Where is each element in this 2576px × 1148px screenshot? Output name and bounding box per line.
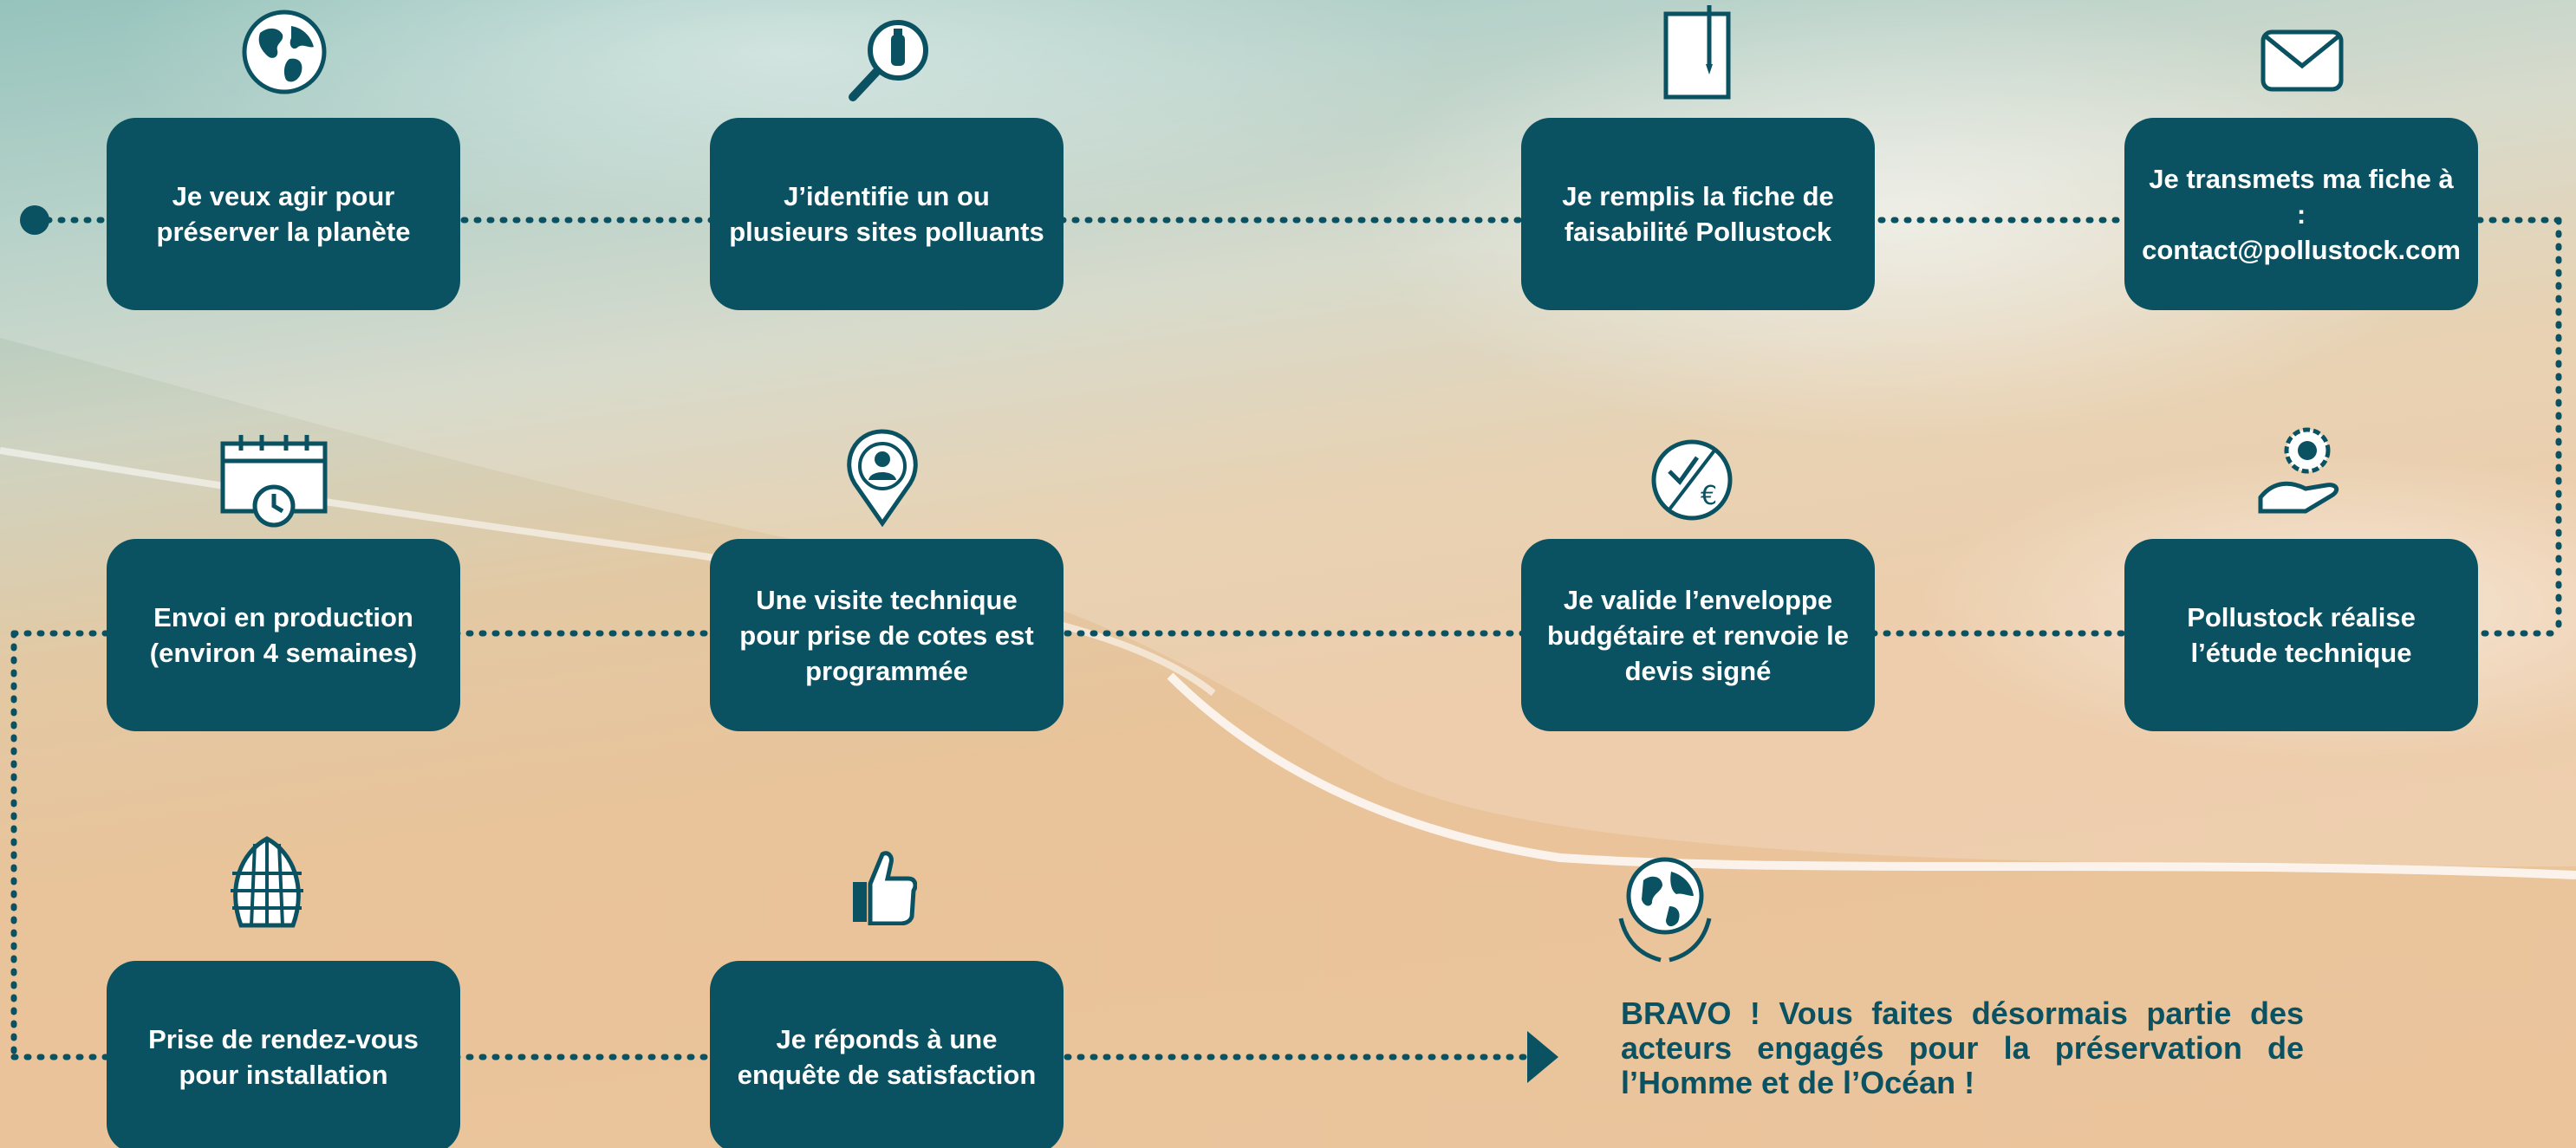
calendar-clock-icon bbox=[220, 433, 328, 529]
globe-icon bbox=[241, 9, 328, 95]
envelope-icon bbox=[2261, 29, 2344, 92]
step-box-3: Je remplis la fiche de faisabilité Pollu… bbox=[1521, 118, 1875, 310]
step-box-8: Envoi en production (environ 4 semaines) bbox=[107, 539, 460, 731]
step-label-4: Je transmets ma fiche à : contact@pollus… bbox=[2142, 163, 2461, 265]
step-box-10: Je réponds à une enquête de satisfaction bbox=[710, 961, 1064, 1148]
step-box-4: Je transmets ma fiche à : contact@pollus… bbox=[2124, 118, 2478, 310]
net-filter-icon bbox=[224, 835, 310, 937]
hand-gear-icon bbox=[2257, 425, 2347, 518]
step-label-1: Je veux agir pour préserver la planète bbox=[156, 181, 411, 247]
start-dot bbox=[20, 205, 49, 235]
step-box-9: Prise de rendez-vous pour installation bbox=[107, 961, 460, 1148]
document-pen-icon bbox=[1662, 3, 1732, 101]
step-label-2: J’identifie un ou plusieurs sites pollua… bbox=[729, 181, 1044, 247]
step-label-10: Je réponds à une enquête de satisfaction bbox=[737, 1024, 1037, 1090]
thumbs-up-icon bbox=[851, 849, 917, 925]
step-label-9: Prise de rendez-vous pour installation bbox=[148, 1024, 419, 1090]
bravo-message: BRAVO ! Vous faites désormais partie des… bbox=[1621, 996, 2304, 1100]
step-label-8: Envoi en production (environ 4 semaines) bbox=[149, 602, 418, 668]
location-pin-person-icon bbox=[846, 428, 919, 527]
step-box-2: J’identifie un ou plusieurs sites pollua… bbox=[710, 118, 1064, 310]
svg-text:€: € bbox=[1701, 481, 1717, 511]
step-box-7: Une visite technique pour prise de cotes… bbox=[710, 539, 1064, 731]
magnifier-bottle-icon bbox=[844, 16, 931, 106]
check-euro-icon: € bbox=[1650, 438, 1734, 522]
step-box-1: Je veux agir pour préserver la planète bbox=[107, 118, 460, 310]
step-box-6: Je valide l’enveloppe budgétaire et renv… bbox=[1521, 539, 1875, 731]
end-arrow bbox=[1527, 1031, 1558, 1083]
step-label-6: Je valide l’enveloppe budgétaire et renv… bbox=[1547, 584, 1849, 686]
hands-globe-icon bbox=[1617, 856, 1713, 963]
step-label-3: Je remplis la fiche de faisabilité Pollu… bbox=[1562, 181, 1834, 247]
step-label-7: Une visite technique pour prise de cotes… bbox=[739, 584, 1034, 686]
step-box-5: Pollustock réalise l’étude technique bbox=[2124, 539, 2478, 731]
step-label-5: Pollustock réalise l’étude technique bbox=[2187, 602, 2416, 668]
